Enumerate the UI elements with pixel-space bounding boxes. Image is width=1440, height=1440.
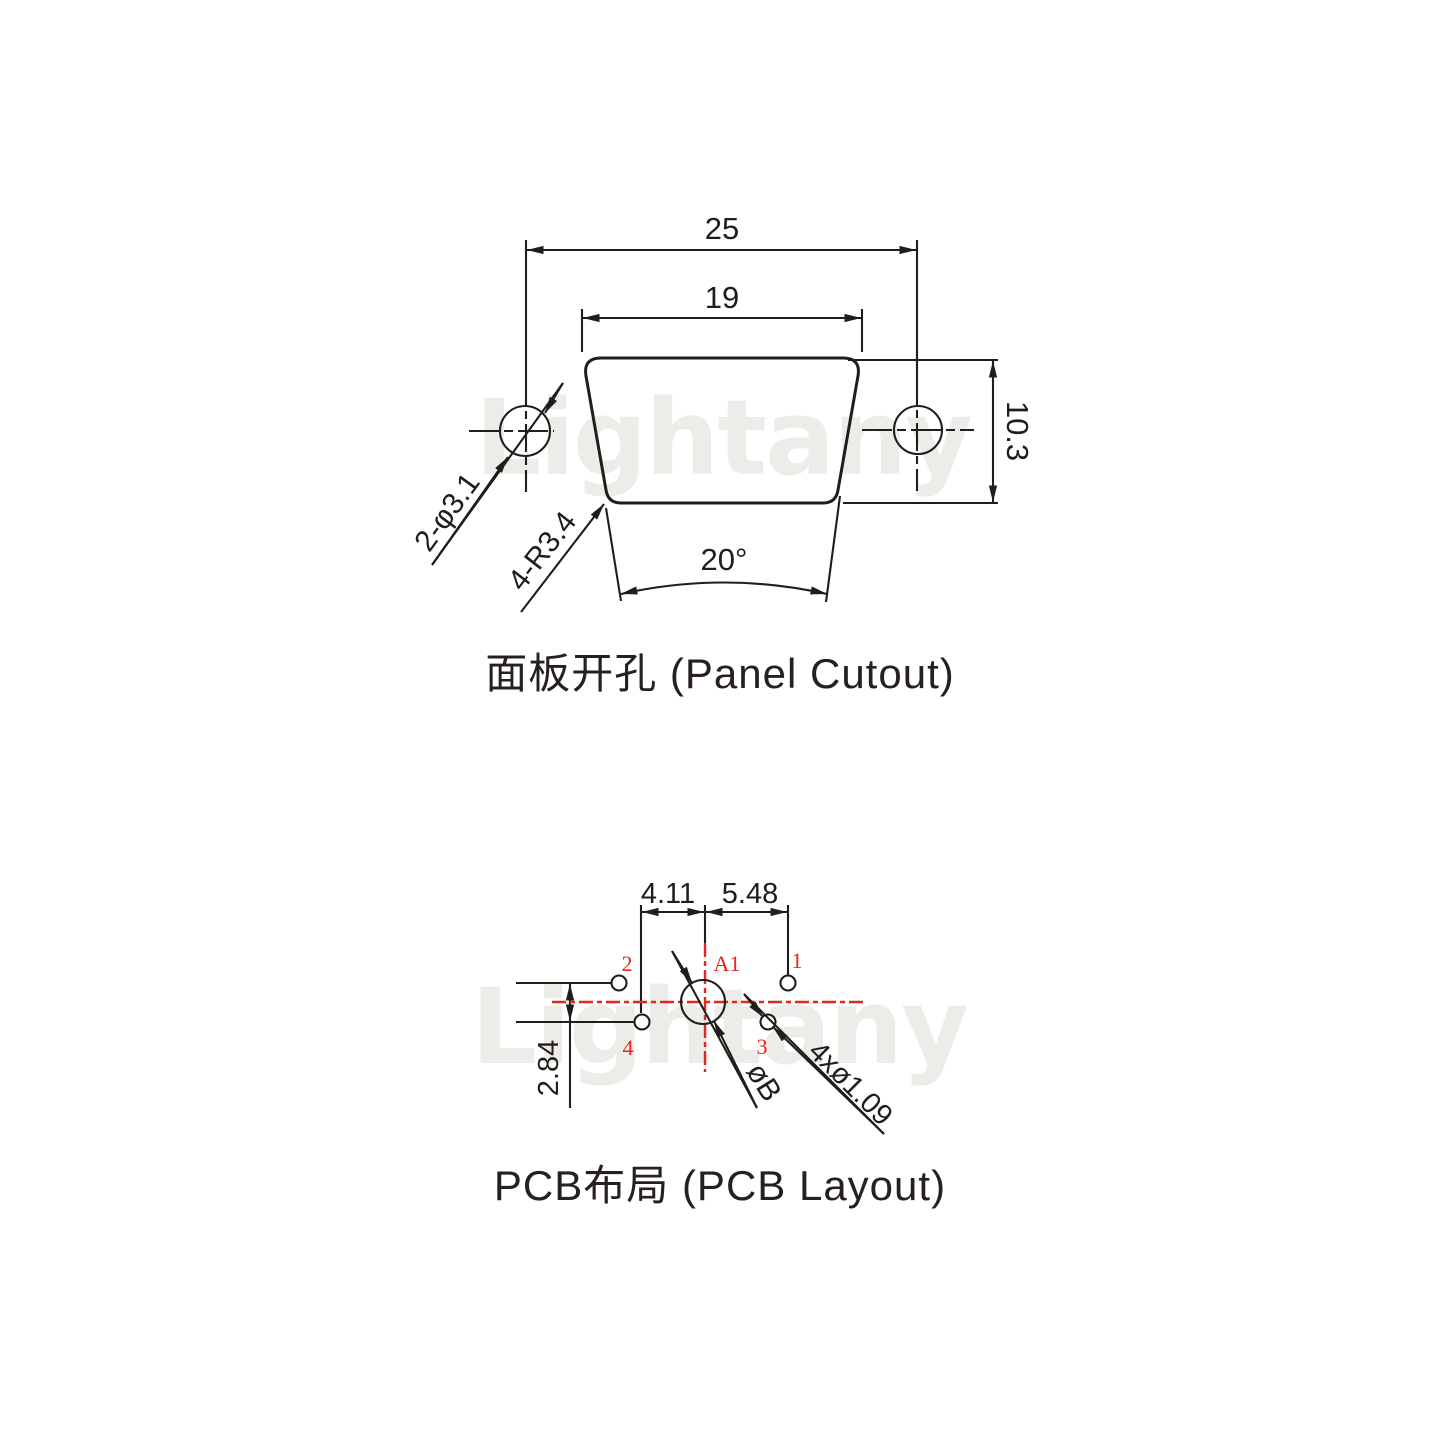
pin-hole-4 (633, 1013, 651, 1031)
leader-arrow-mount-holes-lower (431, 456, 509, 566)
mount-hole-left (498, 404, 552, 458)
panel-cutout-caption: 面板开孔 (Panel Cutout) (485, 650, 954, 697)
pin-label-a1: A1 (714, 951, 741, 976)
pin-label-4: 4 (623, 1035, 634, 1060)
dimension-text-left-pitch: 4.11 (641, 878, 695, 910)
mount-hole-right (892, 404, 944, 456)
leader-arrow-mount-holes-upper (544, 382, 564, 414)
dimension-text-row-offset: 2.84 (533, 1040, 565, 1096)
pin-hole-1 (779, 974, 797, 992)
pin-label-1: 1 (792, 948, 803, 973)
dimension-text-inner-width: 19 (705, 280, 739, 315)
pin-label-3: 3 (757, 1034, 768, 1059)
dimension-text-angle: 20° (701, 542, 748, 577)
dimension-text-right-pitch: 5.48 (722, 878, 778, 910)
center-hole-a1 (679, 978, 727, 1026)
watermark-top: Lightany (475, 377, 971, 499)
leader-line-corner-radius (520, 503, 605, 613)
leader-arrow-pin-holes-lower (772, 1026, 885, 1135)
pin-hole-2 (610, 974, 628, 992)
dimension-text-outer-width: 25 (705, 211, 739, 246)
leader-arrow-pin-holes-upper (743, 993, 764, 1018)
dsub-cutout-outline (584, 356, 860, 505)
angle-dimension-arc (620, 581, 828, 596)
pin-hole-3 (759, 1013, 777, 1031)
angle-extension-left (604, 507, 623, 602)
pcb-layout-caption: PCB布局 (PCB Layout) (494, 1162, 946, 1209)
leader-arrow-center-hole-upper (671, 950, 693, 984)
leader-arrow-center-hole-lower (713, 1020, 758, 1109)
angle-extension-right (824, 495, 842, 603)
dimension-text-height: 10.3 (1000, 401, 1035, 461)
pin-label-2: 2 (622, 951, 633, 976)
